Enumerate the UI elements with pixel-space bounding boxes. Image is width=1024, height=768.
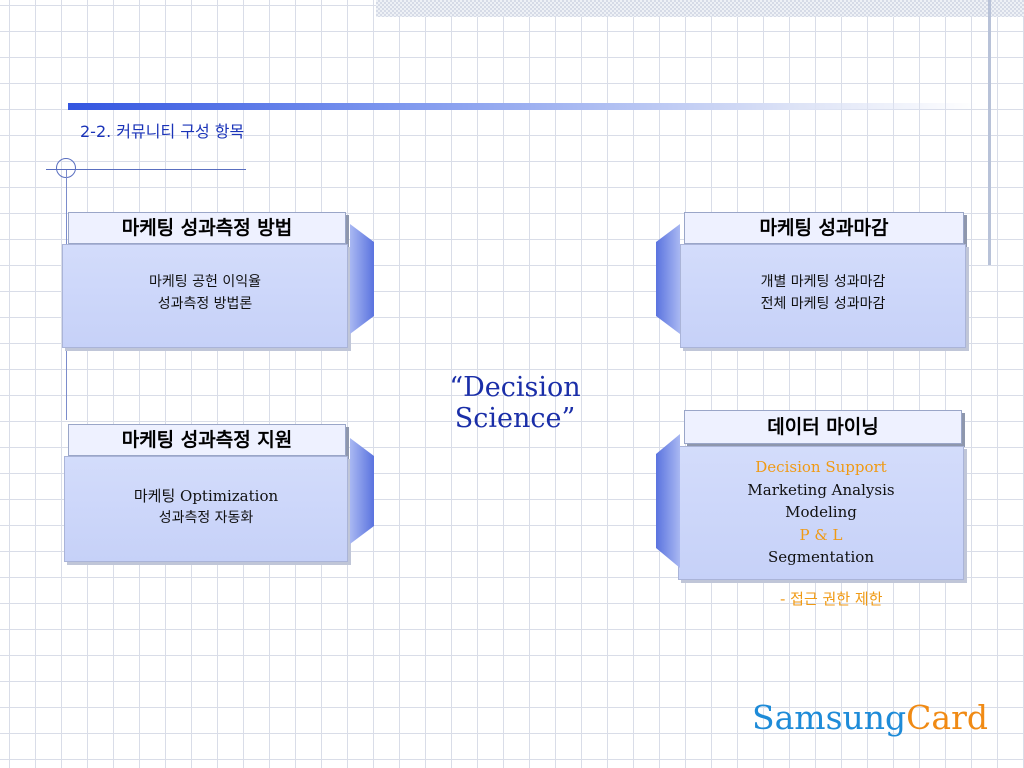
data-mining-line: P & L	[799, 525, 843, 544]
access-note: - 접근 권한 제한	[780, 590, 883, 608]
measure-support-line: 마케팅 Optimization	[133, 487, 279, 505]
left-arrow-tab-icon	[656, 434, 680, 568]
closing-line: 전체 마케팅 성과마감	[760, 296, 886, 312]
data-mining-line: Modeling	[785, 503, 857, 521]
data-mining-title: 데이터 마이닝	[684, 410, 962, 444]
measure-support-title: 마케팅 성과측정 지원	[68, 424, 346, 456]
measure-method-title: 마케팅 성과측정 방법	[68, 212, 346, 244]
left-arrow-tab-icon	[656, 224, 680, 334]
right-arrow-tab-icon	[350, 438, 374, 544]
right-vertical-rule	[988, 0, 991, 265]
data-mining-line: Decision Support	[755, 458, 887, 476]
logo-card: Card	[906, 698, 988, 737]
measure-support-body: 마케팅 Optimization 성과측정 자동화	[64, 456, 348, 562]
closing-title: 마케팅 성과마감	[684, 212, 964, 244]
data-mining-line: Segmentation	[767, 548, 874, 566]
measure-support-line: 성과측정 자동화	[158, 510, 254, 526]
measure-method-body: 마케팅 공헌 이익율 성과측정 방법론	[62, 244, 348, 348]
data-mining-line: Marketing Analysis	[747, 480, 895, 499]
title-gradient-bar	[68, 103, 978, 110]
right-arrow-tab-icon	[350, 224, 374, 334]
page-title: 2-2. 커뮤니티 구성 항목	[80, 122, 245, 141]
measure-method-line: 마케팅 공헌 이익율	[149, 274, 261, 290]
measure-method-line: 성과측정 방법론	[157, 296, 253, 312]
top-pattern-band	[376, 0, 1024, 17]
closing-line: 개별 마케팅 성과마감	[760, 274, 886, 290]
samsung-card-logo: SamsungCard	[752, 698, 988, 737]
data-mining-body: Decision Support Marketing Analysis Mode…	[678, 446, 964, 580]
center-label: “Decision Science”	[449, 372, 581, 434]
closing-body: 개별 마케팅 성과마감 전체 마케팅 성과마감	[680, 244, 966, 348]
crosshair-line	[46, 169, 246, 170]
logo-samsung: Samsung	[752, 698, 907, 737]
